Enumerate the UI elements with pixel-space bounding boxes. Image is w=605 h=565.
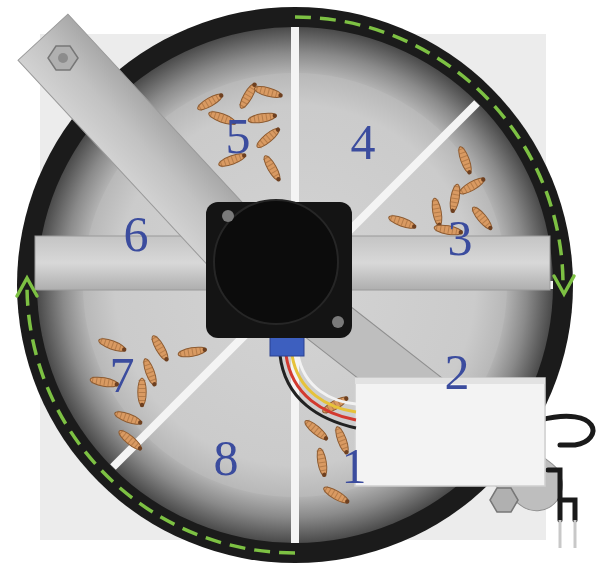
rotation-arrowhead [17, 276, 574, 296]
motor-screw [332, 316, 344, 328]
sector-number: 1 [342, 441, 367, 491]
sector-number: 6 [124, 209, 149, 259]
sector-number: 4 [351, 117, 376, 167]
sensor-wire [540, 416, 593, 520]
sector-number: 2 [445, 347, 470, 397]
sensor-pins [560, 520, 575, 548]
bracket-bolt [490, 488, 518, 512]
sector-number: 3 [448, 213, 473, 263]
rotation-path [27, 17, 563, 553]
outer-rim [17, 7, 573, 563]
sector-number: 5 [226, 111, 251, 161]
sector-number: 8 [214, 433, 239, 483]
motor-hub [214, 200, 338, 324]
motor-wires [280, 355, 356, 428]
bolt [48, 46, 78, 70]
sector-number: 7 [110, 350, 135, 400]
bolt-center [58, 53, 68, 63]
motor-screw [222, 210, 234, 222]
